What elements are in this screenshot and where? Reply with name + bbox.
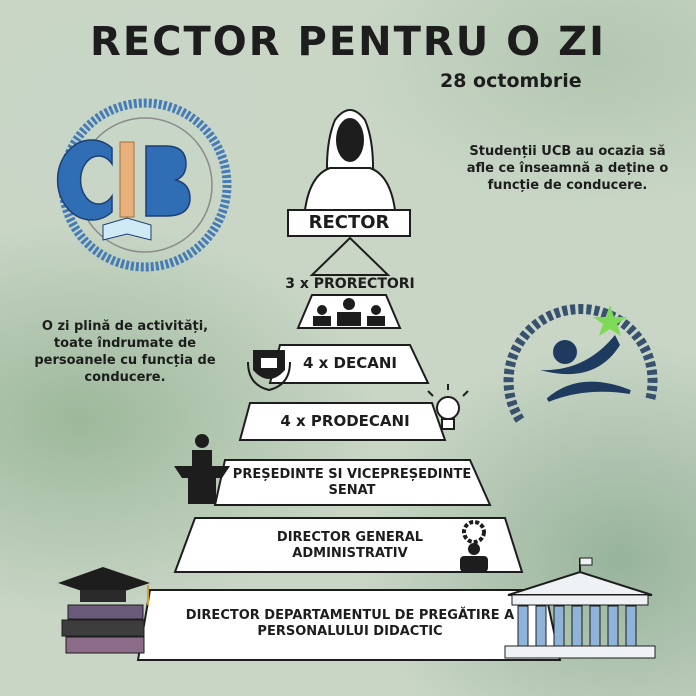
group-icon: [296, 294, 402, 329]
gear-person-icon: [460, 520, 488, 572]
prorectori-triangle: [309, 236, 391, 276]
poster-title: RECTOR PENTRU O ZI: [90, 19, 606, 65]
decani-label: 4 x DECANI: [302, 354, 397, 372]
administrativ-tier: [173, 517, 524, 573]
prodecani-tier: [238, 402, 447, 441]
badge-icon: [247, 350, 291, 392]
university-building-icon: [504, 557, 656, 659]
administrativ-label: DIRECTOR GENERAL ADMINISTRATIV: [276, 530, 424, 561]
lightbulb-icon: [427, 384, 469, 430]
rector-box: [287, 209, 411, 237]
prodecani-label: 4 x PRODECANI: [280, 412, 410, 430]
left-description: O zi plină de activități, toate îndrumat…: [34, 319, 216, 385]
podium-speaker-icon: [174, 434, 230, 504]
rector-label: RECTOR: [308, 212, 390, 233]
ucb-logo: [56, 98, 232, 272]
person-silhouette-icon: [303, 109, 397, 211]
event-date: 28 octombrie: [440, 70, 582, 92]
books-graduation-cap-icon: [58, 567, 150, 654]
right-description: Studenții UCB au ocazia să afle ce însea…: [466, 144, 669, 193]
liga-logo: [503, 304, 658, 423]
didactic-label: DIRECTOR DEPARTAMENTUL DE PREGĂTIRE A PE…: [185, 608, 515, 639]
senat-tier: [213, 459, 492, 506]
senat-label: PREȘEDINTE SI VICEPREȘEDINTE SENAT: [232, 467, 472, 498]
prorectori-label: 3 x PRORECTORI: [285, 276, 415, 292]
